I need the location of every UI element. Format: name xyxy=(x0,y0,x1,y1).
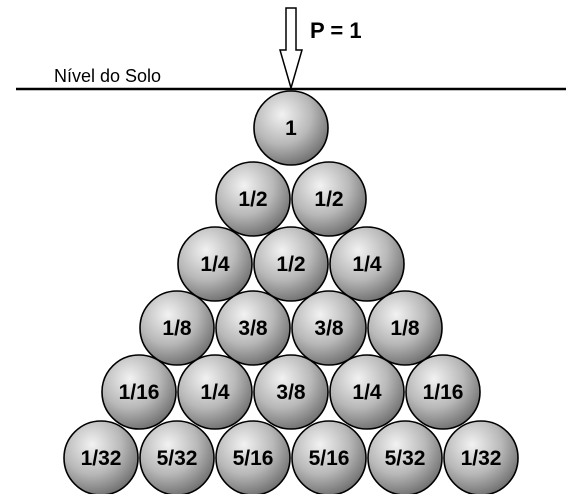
ball: 5/16 xyxy=(216,421,290,494)
ball: 1/32 xyxy=(444,421,518,494)
ball-value: 1 xyxy=(285,117,297,140)
ball-value: 1/32 xyxy=(461,447,502,470)
ball: 5/16 xyxy=(292,421,366,494)
ball: 1/16 xyxy=(406,355,480,429)
ball: 1/4 xyxy=(178,355,252,429)
load-label: P = 1 xyxy=(310,18,362,43)
ball: 1/16 xyxy=(102,355,176,429)
ball-value: 1/4 xyxy=(352,381,382,404)
ball: 1/2 xyxy=(292,162,366,236)
ball: 1/4 xyxy=(330,227,404,301)
ball: 5/32 xyxy=(368,421,442,494)
load-arrow xyxy=(280,8,302,88)
ball-value: 3/8 xyxy=(276,381,306,404)
ball-value: 1/32 xyxy=(81,447,122,470)
ball-value: 3/8 xyxy=(314,317,344,340)
ball-value: 1/16 xyxy=(423,381,464,404)
ball: 5/32 xyxy=(140,421,214,494)
ball: 1/8 xyxy=(368,291,442,365)
ground-label: Nível do Solo xyxy=(54,66,161,86)
ball: 1/8 xyxy=(140,291,214,365)
ball-value: 1/16 xyxy=(119,381,160,404)
ball: 1 xyxy=(254,91,328,165)
ball-value: 5/16 xyxy=(309,447,350,470)
ball-value: 5/16 xyxy=(233,447,274,470)
ball-value: 1/4 xyxy=(200,381,230,404)
ball-value: 1/8 xyxy=(390,317,420,340)
ball-value: 3/8 xyxy=(238,317,268,340)
ball-value: 1/8 xyxy=(162,317,192,340)
ball: 3/8 xyxy=(292,291,366,365)
ball-pyramid: 1 1/2 1/2 1/4 1/2 1/4 1/8 3/8 3/8 1/8 1/16 1/4 3/8 1/… xyxy=(64,91,518,494)
ball-value: 1/2 xyxy=(314,188,343,211)
ball-value: 5/32 xyxy=(385,447,426,470)
ball: 3/8 xyxy=(216,291,290,365)
ball: 1/4 xyxy=(330,355,404,429)
ball-value: 5/32 xyxy=(157,447,198,470)
ball: 1/2 xyxy=(254,227,328,301)
ball-value: 1/2 xyxy=(276,253,305,276)
ball: 1/32 xyxy=(64,421,138,494)
ball: 3/8 xyxy=(254,355,328,429)
ball-value: 1/4 xyxy=(352,253,382,276)
ball: 1/4 xyxy=(178,227,252,301)
ball: 1/2 xyxy=(216,162,290,236)
ball-value: 1/2 xyxy=(238,188,267,211)
ball-value: 1/4 xyxy=(200,253,230,276)
